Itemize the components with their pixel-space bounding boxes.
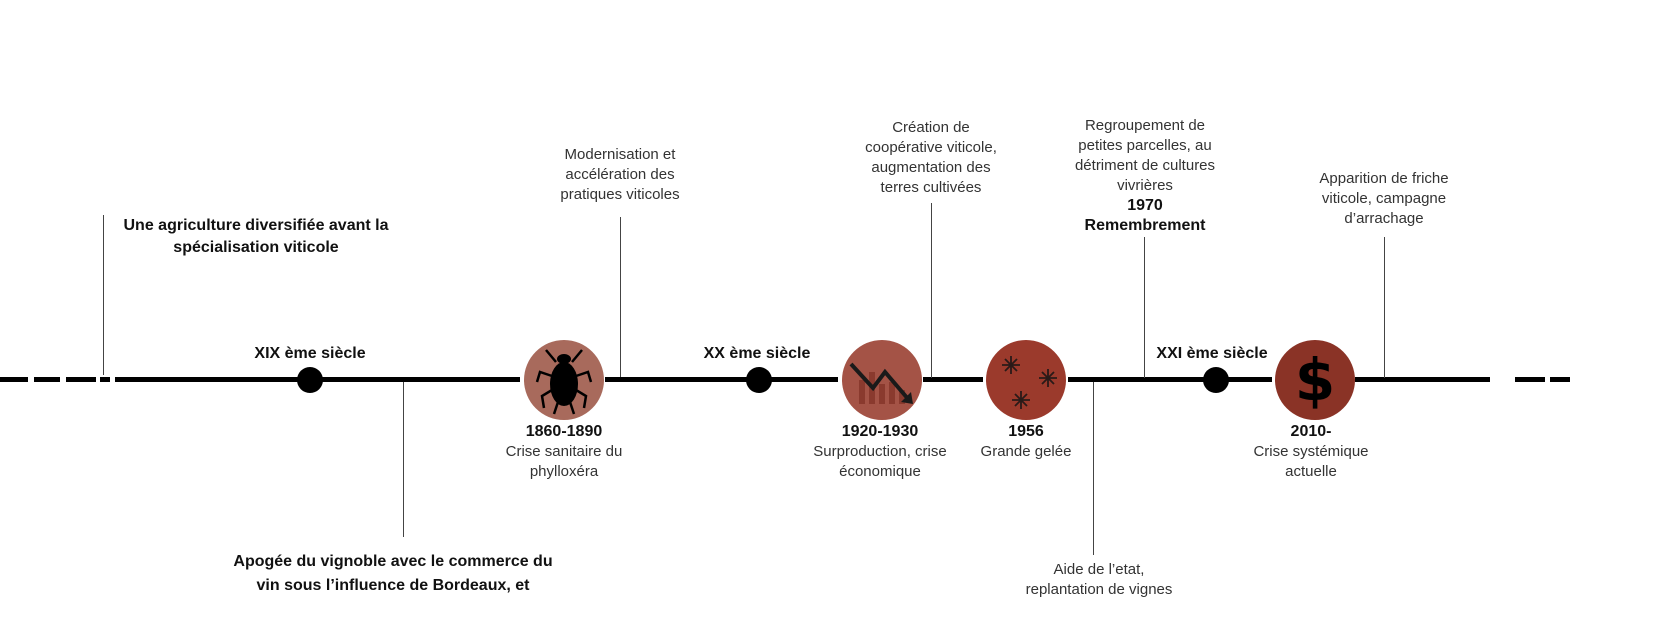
note-line: petites parcelles, au — [1078, 137, 1212, 154]
century-label: XIX ème siècle — [254, 345, 366, 362]
note-line: augmentation des — [871, 159, 991, 176]
connector — [403, 382, 404, 537]
event-frost: 1956 Grande gelée — [981, 422, 1072, 462]
note-friche: Apparition de friche viticole, campagne … — [1319, 169, 1448, 229]
event-desc: phylloxéra — [529, 463, 599, 480]
declining-chart-icon — [842, 340, 922, 420]
note-line: replantation de vignes — [1025, 581, 1173, 598]
beetle-icon — [524, 340, 604, 420]
connector — [1093, 382, 1094, 555]
note-line: coopérative viticole, — [865, 139, 997, 156]
snowflake-icon — [986, 340, 1066, 420]
note-line: spécialisation viticole — [173, 239, 339, 256]
note-line: accélération des — [565, 166, 675, 183]
note-line: vivrières — [1117, 177, 1173, 194]
note-cooperative: Création de coopérative viticole, augmen… — [865, 118, 997, 198]
note-aide: Aide de l’etat, replantation de vignes — [1026, 560, 1173, 600]
dollar-icon: $ — [1275, 340, 1355, 420]
note-title: Remembrement — [1084, 217, 1206, 234]
connector — [103, 215, 104, 375]
century-marker — [746, 367, 772, 393]
note-apogee: Apogée du vignoble avec le commerce du v… — [233, 550, 552, 598]
note-diversified: Une agriculture diversifiée avant la spé… — [124, 215, 389, 259]
century-marker — [1203, 367, 1229, 393]
connector — [620, 217, 621, 377]
event-desc: actuelle — [1285, 463, 1337, 480]
note-line: détriment de cultures — [1074, 157, 1216, 174]
event-desc: Grande gelée — [980, 443, 1072, 460]
event-year: 1860-1890 — [525, 423, 603, 440]
note-line: Apogée du vignoble avec le commerce du — [233, 553, 553, 570]
note-line: Création de — [892, 119, 970, 136]
connector — [1384, 237, 1385, 378]
century-label: XXI ème siècle — [1156, 345, 1268, 362]
note-line: Aide de l’etat, — [1053, 561, 1145, 578]
event-desc: Crise systémique — [1253, 443, 1369, 460]
note-line: Modernisation et — [564, 146, 676, 163]
century-marker — [297, 367, 323, 393]
note-year: 1970 — [1127, 197, 1163, 214]
note-line: Apparition de friche — [1319, 170, 1449, 187]
note-line: pratiques viticoles — [560, 186, 680, 203]
event-year: 1920-1930 — [841, 423, 919, 440]
event-phylloxera: 1860-1890 Crise sanitaire du phylloxéra — [506, 422, 623, 482]
note-line: terres cultivées — [880, 179, 982, 196]
event-desc: Surproduction, crise — [813, 443, 947, 460]
note-line: viticole, campagne — [1321, 190, 1447, 207]
connector — [1144, 237, 1145, 378]
connector — [931, 203, 932, 378]
century-label: XX ème siècle — [703, 345, 811, 362]
event-year: 2010- — [1290, 423, 1332, 440]
note-line: Une agriculture diversifiée avant la — [123, 217, 389, 234]
note-modernisation: Modernisation et accélération des pratiq… — [560, 145, 679, 205]
note-line: d’arrachage — [1344, 210, 1424, 227]
event-desc: Crise sanitaire du — [505, 443, 623, 460]
note-line: Regroupement de — [1084, 117, 1206, 134]
event-systemic-crisis: 2010- Crise systémique actuelle — [1253, 422, 1368, 482]
event-year: 1956 — [1008, 423, 1044, 440]
note-line: vin sous l’influence de Bordeaux, et — [256, 577, 530, 594]
event-overproduction: 1920-1930 Surproduction, crise économiqu… — [813, 422, 946, 482]
event-desc: économique — [839, 463, 921, 480]
note-remembrement: Regroupement de petites parcelles, au dé… — [1075, 116, 1215, 236]
